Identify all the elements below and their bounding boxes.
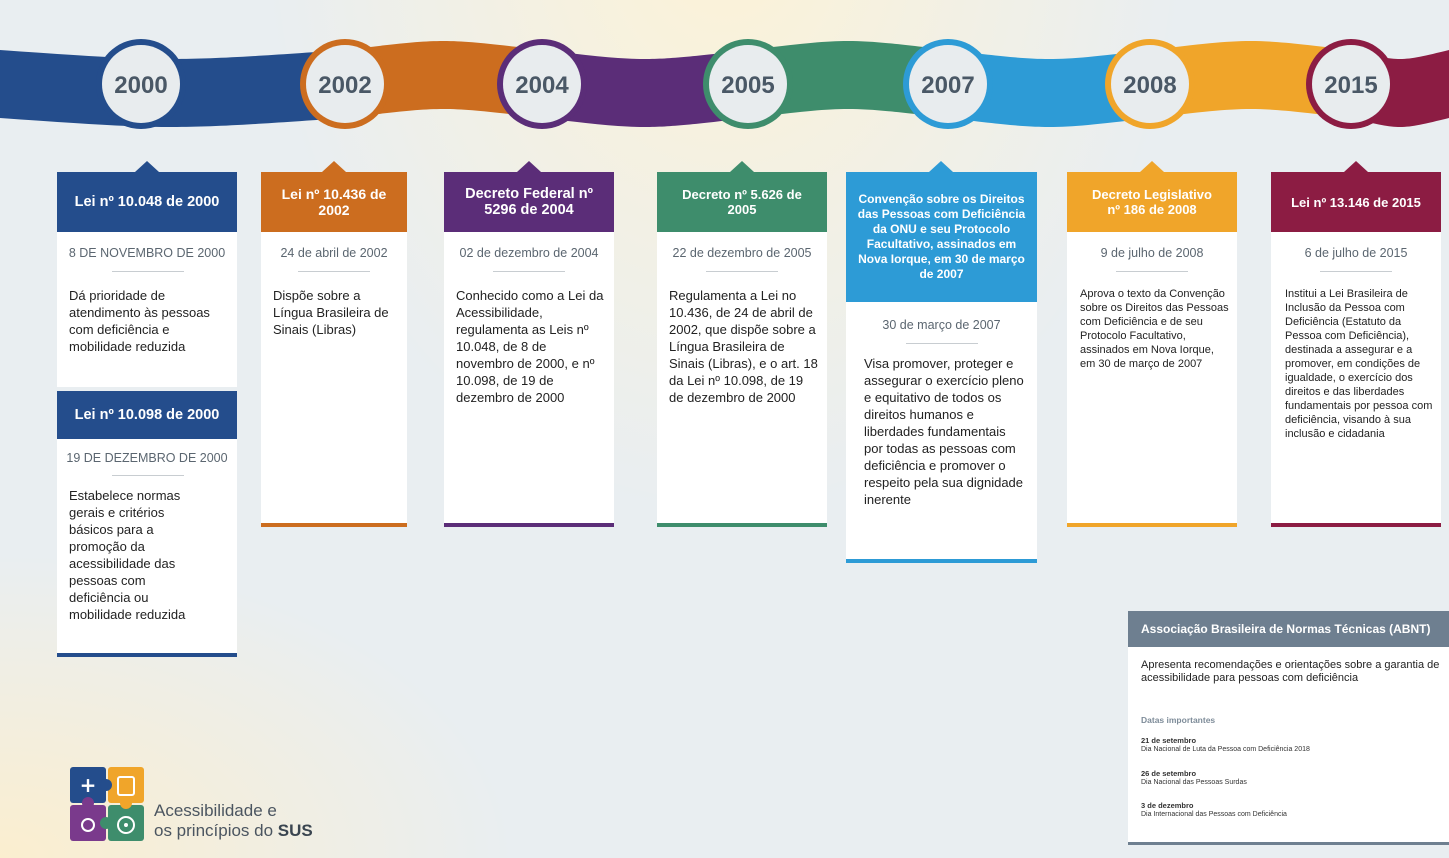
card-title: Decreto Legislativo nº 186 de 2008 — [1067, 172, 1237, 232]
logo-line-1: Acessibilidade e — [154, 801, 277, 820]
card-bottom-bar — [846, 559, 1037, 563]
card-date: 19 DE DEZEMBRO DE 2000 — [66, 451, 228, 465]
year-disc — [909, 45, 987, 123]
card-bottom-bar — [444, 523, 614, 527]
card-decreto-5626: Decreto nº 5.626 de 2005 22 de dezembro … — [657, 161, 827, 527]
event-name: Dia Nacional das Pessoas Surdas — [1141, 779, 1247, 786]
divider — [906, 343, 978, 344]
card-text: Institui a Lei Brasileira de Inclusão da… — [1285, 288, 1433, 440]
card-title: Lei nº 10.436 de 2002 — [261, 172, 407, 232]
year-marker-2008: 2008 — [1105, 39, 1195, 129]
card-text: Dá prioridade de atendimento às pessoas … — [69, 288, 210, 354]
card-decreto-5296: Decreto Federal nº 5296 de 2004 02 de de… — [444, 161, 614, 527]
divider — [1116, 271, 1188, 272]
divider — [706, 271, 778, 272]
year-label: 2015 — [1324, 72, 1377, 99]
event-name: Dia Nacional de Luta da Pessoa com Defic… — [1141, 746, 1310, 753]
card-title: Decreto nº 5.626 de 2005 — [657, 172, 827, 232]
abnt-bottom-bar — [1128, 842, 1449, 845]
timeline-band: 2000 2002 2004 2005 2007 2008 2015 — [0, 39, 1449, 129]
card-bottom-bar — [1271, 523, 1441, 527]
year-label: 2004 — [515, 72, 569, 99]
card-text: Estabelece normas gerais e critérios bás… — [69, 488, 186, 622]
card-decreto-legislativo-186: Decreto Legislativo nº 186 de 2008 9 de … — [1067, 161, 1237, 527]
card-title: Lei nº 10.048 de 2000 — [57, 172, 237, 232]
band-segment-2002 — [345, 41, 542, 118]
divider — [112, 475, 184, 476]
divider — [493, 271, 565, 272]
card-date: 30 de março de 2007 — [882, 318, 1001, 332]
card-bottom-bar — [57, 653, 237, 657]
abnt-box: Associação Brasileira de Normas Técnicas… — [1128, 611, 1449, 845]
logo-line-2-prefix: os princípios do — [154, 821, 278, 840]
year-label: 2002 — [318, 72, 371, 99]
year-label: 2005 — [721, 72, 774, 99]
year-disc — [1312, 45, 1390, 123]
card-text: Conhecido como a Lei da Acessibilidade, … — [456, 288, 604, 405]
abnt-subtitle: Datas importantes — [1141, 715, 1216, 725]
abnt-event: 21 de setembro Dia Nacional de Luta da P… — [1141, 736, 1310, 754]
abnt-event: 3 de dezembro Dia Internacional das Pess… — [1141, 801, 1287, 819]
event-date: 21 de setembro — [1141, 736, 1197, 745]
card-lei-13146: Lei nº 13.146 de 2015 6 de julho de 2015… — [1271, 161, 1441, 527]
abnt-description: Apresenta recomendações e orientações so… — [1141, 659, 1440, 684]
card-date: 02 de dezembro de 2004 — [459, 246, 599, 260]
abnt-event: 26 de setembro Dia Nacional das Pessoas … — [1141, 769, 1247, 787]
card-date: 22 de dezembro de 2005 — [672, 246, 812, 260]
abnt-title: Associação Brasileira de Normas Técnicas… — [1128, 611, 1449, 647]
band-segment-2004 — [542, 50, 748, 127]
sus-puzzle-logo: + — [70, 767, 144, 841]
year-marker-2015: 2015 — [1306, 39, 1396, 129]
card-date: 6 de julho de 2015 — [1304, 246, 1408, 260]
card-date: 8 DE NOVEMBRO DE 2000 — [68, 246, 226, 260]
svg-text:+: + — [80, 773, 97, 797]
logo-text: Acessibilidade e os princípios do SUS — [154, 801, 313, 841]
year-marker-2007: 2007 — [903, 39, 993, 129]
card-title: Convenção sobre os Direitos das Pessoas … — [846, 172, 1037, 302]
logo-line-2: os princípios do SUS — [154, 821, 313, 841]
card-text: Dispõe sobre a Língua Brasileira de Sina… — [273, 288, 389, 337]
year-disc — [503, 45, 581, 123]
card-date: 9 de julho de 2008 — [1100, 246, 1204, 260]
year-marker-2000: 2000 — [96, 39, 186, 129]
card-lei-10436: Lei nº 10.436 de 2002 24 de abril de 200… — [261, 161, 407, 527]
card-bottom-bar — [261, 523, 407, 527]
card-lei-10098: Lei nº 10.098 de 2000 19 DE DEZEMBRO DE … — [57, 391, 237, 657]
card-lei-10048: Lei nº 10.048 de 2000 8 DE NOVEMBRO DE 2… — [57, 161, 237, 387]
year-label: 2007 — [921, 72, 974, 99]
event-date: 26 de setembro — [1141, 769, 1197, 778]
year-label: 2008 — [1123, 72, 1176, 99]
card-bottom-bar — [1067, 523, 1237, 527]
year-disc — [1111, 45, 1189, 123]
event-date: 3 de dezembro — [1141, 801, 1194, 810]
card-title: Lei nº 13.146 de 2015 — [1271, 172, 1441, 232]
year-disc — [709, 45, 787, 123]
card-bottom-bar — [657, 523, 827, 527]
divider — [298, 271, 370, 272]
year-disc — [306, 45, 384, 123]
year-disc — [102, 45, 180, 123]
card-text: Visa promover, proteger e assegurar o ex… — [864, 356, 1024, 507]
divider — [112, 271, 184, 272]
logo-line-2-bold: SUS — [277, 821, 313, 840]
card-date: 24 de abril de 2002 — [280, 246, 388, 260]
band-segment-2005 — [748, 41, 948, 118]
card-convencao-onu: Convenção sobre os Direitos das Pessoas … — [846, 161, 1037, 563]
band-segment-2008 — [1150, 41, 1351, 118]
divider — [1320, 271, 1392, 272]
event-name: Dia Internacional das Pessoas com Defici… — [1141, 811, 1287, 818]
band-segment-2007 — [948, 50, 1150, 127]
year-marker-2005: 2005 — [703, 39, 793, 129]
card-text: Aprova o texto da Convenção sobre os Dir… — [1080, 288, 1229, 370]
year-marker-2002: 2002 — [300, 39, 390, 129]
card-text: Regulamenta a Lei no 10.436, de 24 de ab… — [669, 288, 818, 405]
year-label: 2000 — [114, 72, 167, 99]
card-title: Decreto Federal nº 5296 de 2004 — [444, 172, 614, 232]
card-title: Lei nº 10.098 de 2000 — [57, 391, 237, 439]
year-marker-2004: 2004 — [497, 39, 587, 129]
